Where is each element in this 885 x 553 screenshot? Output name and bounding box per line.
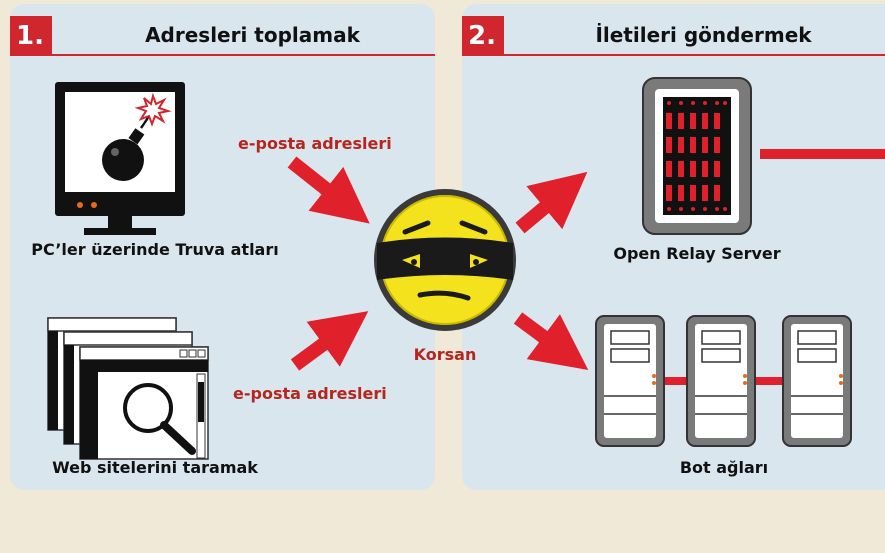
hacker-caption: Korsan [413, 345, 477, 364]
email-addresses-label-bottom: e-posta adresleri [233, 384, 387, 403]
magnifier-icon [123, 383, 196, 455]
bot-link-line-2 [756, 377, 790, 385]
relay-link-line [760, 149, 885, 159]
bot-computer-icon [782, 315, 852, 447]
bot-networks-caption: Bot ağları [679, 458, 769, 477]
hacker-icon [374, 189, 516, 331]
open-relay-server-caption: Open Relay Server [613, 244, 781, 263]
arrow-hacker-to-relay [515, 171, 588, 234]
email-addresses-label-top: e-posta adresleri [238, 134, 392, 153]
bomb-icon [102, 92, 172, 181]
arrow-pc-to-hacker [287, 156, 370, 224]
panel1-number: 1. [10, 16, 52, 54]
panel2-header: 2. İletileri göndermek [462, 16, 885, 56]
arrow-web-to-hacker [290, 311, 369, 371]
arrow-hacker-to-bots [513, 312, 589, 370]
web-browser-icon [47, 317, 209, 460]
pc-trojan-caption: PC’ler üzerinde Truva atları [31, 240, 279, 259]
bot-link-line-1 [655, 377, 689, 385]
panel1-title: Adresleri toplamak [145, 23, 360, 47]
panel2-title: İletileri göndermek [595, 23, 812, 47]
bot-computer-icon [686, 315, 756, 447]
panel2-number: 2. [462, 16, 504, 54]
open-relay-server-icon [642, 77, 752, 235]
bot-computer-icon [595, 315, 665, 447]
panel1-header: 1. Adresleri toplamak [10, 16, 435, 56]
web-scan-caption: Web sitelerini taramak [52, 458, 258, 477]
